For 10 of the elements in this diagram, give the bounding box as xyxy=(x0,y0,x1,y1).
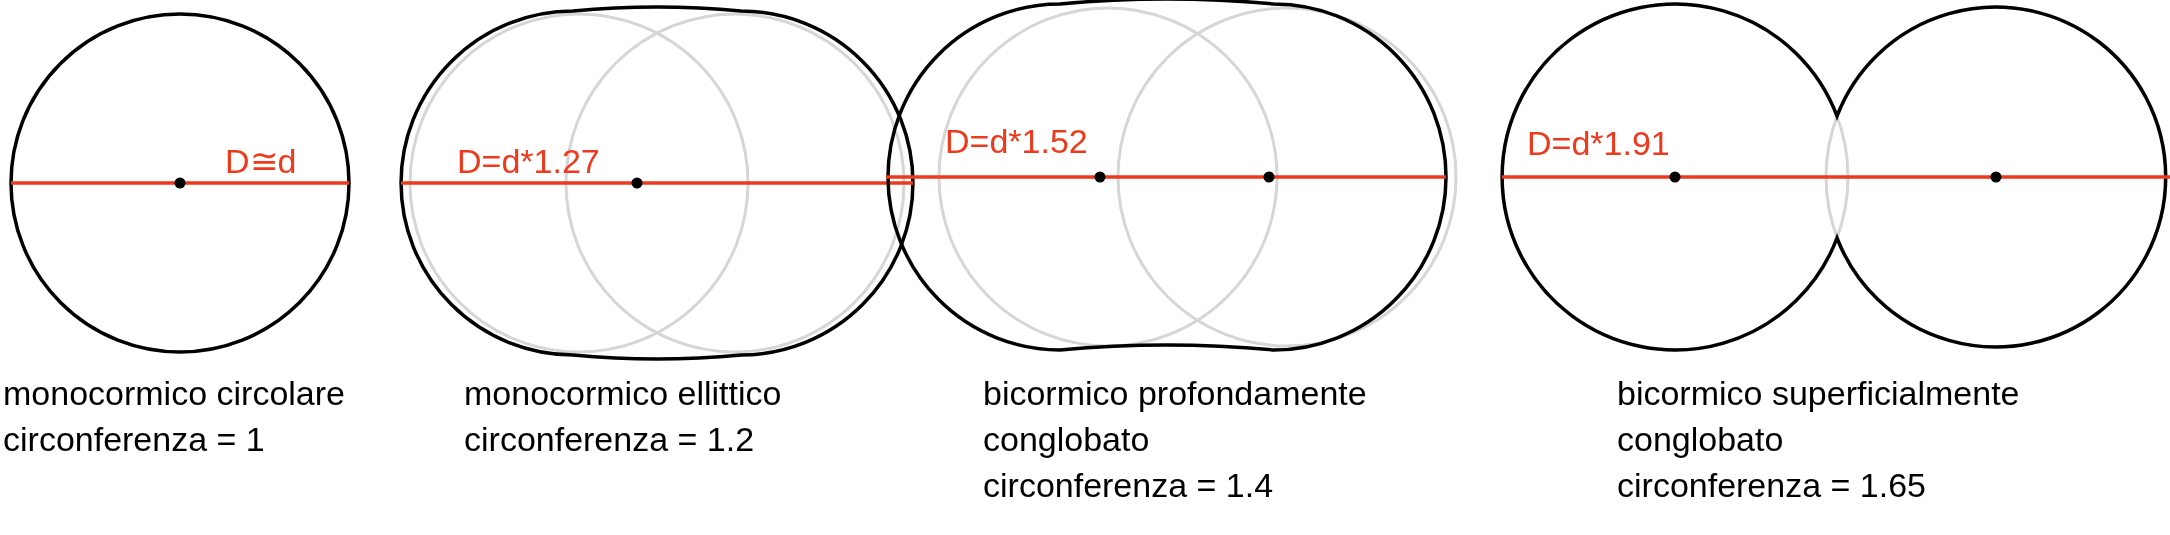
shape-caption: monocormico circolare xyxy=(3,373,345,414)
diameter-formula: D≅d xyxy=(225,142,297,180)
diameter-formula: D=d*1.52 xyxy=(945,122,1088,160)
shape-caption: circonferenza = 1.4 xyxy=(983,465,1274,506)
shape-caption: circonferenza = 1 xyxy=(3,419,265,460)
diameter-formula: D=d*1.27 xyxy=(457,142,600,180)
shape-caption: monocormico ellittico xyxy=(464,373,782,414)
shape-caption: circonferenza = 1.2 xyxy=(464,419,755,460)
diameter-formula: D=d*1.91 xyxy=(1527,124,1670,162)
shape-caption: circonferenza = 1.65 xyxy=(1617,465,1927,506)
